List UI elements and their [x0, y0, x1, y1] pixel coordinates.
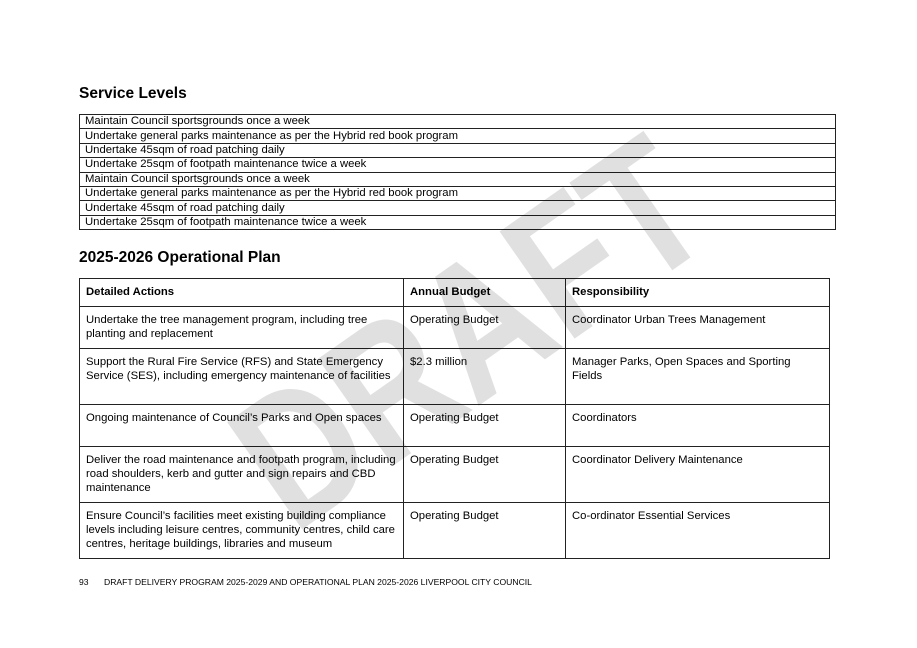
action-cell: Undertake the tree management program, i… [79, 306, 404, 349]
operational-plan-table: Detailed Actions Annual Budget Responsib… [79, 278, 830, 559]
header-responsibility: Responsibility [565, 278, 830, 307]
service-level-cell: Maintain Council sportsgrounds once a we… [79, 171, 836, 187]
operational-plan-title: 2025-2026 Operational Plan [79, 249, 281, 266]
service-level-cell: Maintain Council sportsgrounds once a we… [79, 113, 836, 130]
service-level-row: Maintain Council sportsgrounds once a we… [79, 113, 836, 130]
service-level-row: Undertake 45sqm of road patching daily [79, 200, 836, 216]
responsibility-cell: Coordinators [565, 404, 830, 447]
budget-cell: $2.3 million [403, 348, 566, 405]
page-footer: 93 DRAFT DELIVERY PROGRAM 2025-2029 AND O… [79, 577, 532, 587]
budget-cell: Operating Budget [403, 446, 566, 503]
table-row: Undertake the tree management program, i… [79, 306, 830, 349]
action-cell: Support the Rural Fire Service (RFS) and… [79, 348, 404, 405]
budget-cell: Operating Budget [403, 502, 566, 559]
header-detailed-actions: Detailed Actions [79, 278, 404, 307]
service-level-row: Undertake general parks maintenance as p… [79, 185, 836, 202]
responsibility-cell: Coordinator Urban Trees Management [565, 306, 830, 349]
service-levels-table: Maintain Council sportsgrounds once a we… [79, 113, 836, 231]
operational-plan-header-row: Detailed Actions Annual Budget Responsib… [79, 278, 830, 307]
service-level-cell: Undertake general parks maintenance as p… [79, 128, 836, 144]
page-number: 93 [79, 577, 89, 587]
responsibility-cell: Co-ordinator Essential Services [565, 502, 830, 559]
footer-text: DRAFT DELIVERY PROGRAM 2025-2029 AND OPE… [104, 577, 532, 587]
service-levels-title: Service Levels [79, 85, 187, 102]
table-row: Ensure Council’s facilities meet existin… [79, 502, 830, 559]
service-level-cell: Undertake 25sqm of footpath maintenance … [79, 214, 836, 231]
service-level-cell: Undertake 45sqm of road patching daily [79, 142, 836, 159]
service-level-row: Undertake 25sqm of footpath maintenance … [79, 214, 836, 231]
service-level-row: Undertake 25sqm of footpath maintenance … [79, 157, 836, 173]
table-row: Ongoing maintenance of Council’s Parks a… [79, 404, 830, 447]
table-row: Deliver the road maintenance and footpat… [79, 446, 830, 503]
service-level-row: Undertake 45sqm of road patching daily [79, 142, 836, 159]
service-level-row: Undertake general parks maintenance as p… [79, 128, 836, 144]
budget-cell: Operating Budget [403, 404, 566, 447]
responsibility-cell: Coordinator Delivery Maintenance [565, 446, 830, 503]
service-level-cell: Undertake 25sqm of footpath maintenance … [79, 157, 836, 173]
action-cell: Deliver the road maintenance and footpat… [79, 446, 404, 503]
service-level-cell: Undertake general parks maintenance as p… [79, 185, 836, 202]
action-cell: Ongoing maintenance of Council’s Parks a… [79, 404, 404, 447]
service-level-row: Maintain Council sportsgrounds once a we… [79, 171, 836, 187]
table-row: Support the Rural Fire Service (RFS) and… [79, 348, 830, 405]
header-annual-budget: Annual Budget [403, 278, 566, 307]
action-cell: Ensure Council’s facilities meet existin… [79, 502, 404, 559]
responsibility-cell: Manager Parks, Open Spaces and Sporting … [565, 348, 830, 405]
budget-cell: Operating Budget [403, 306, 566, 349]
service-level-cell: Undertake 45sqm of road patching daily [79, 200, 836, 216]
